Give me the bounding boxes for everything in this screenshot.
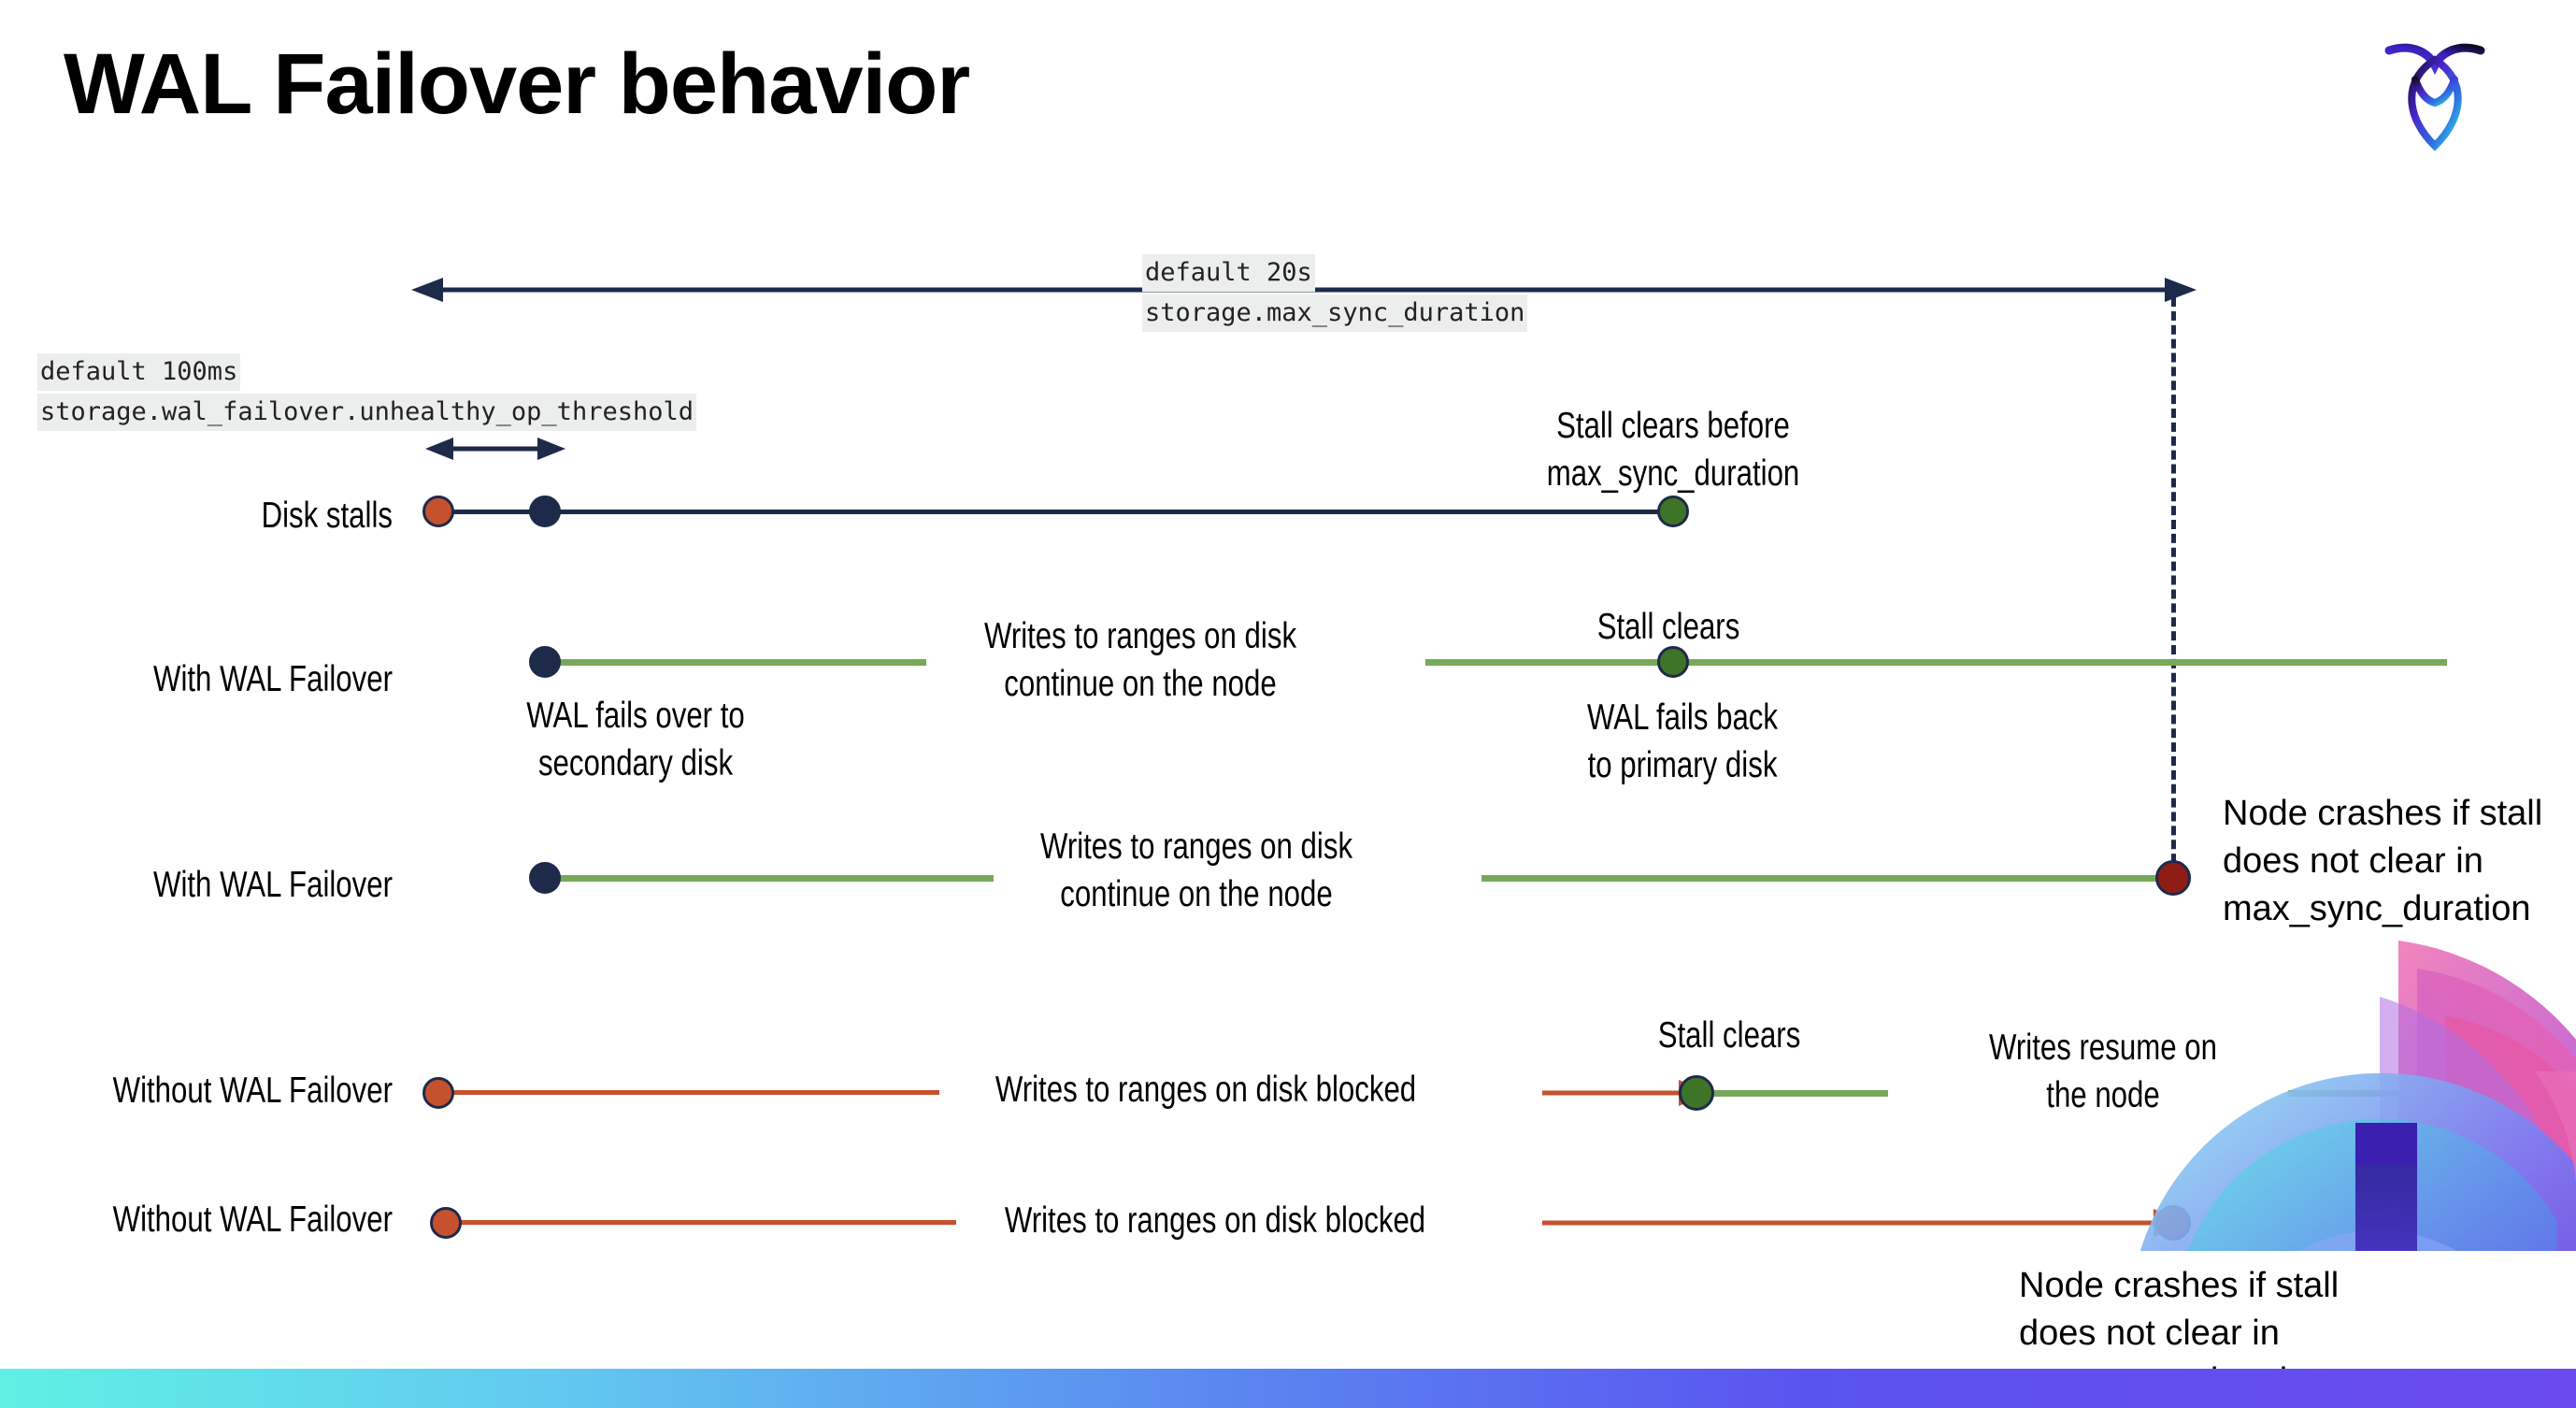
disk-stall-start-dot xyxy=(422,496,454,527)
wo1-track-segment-a xyxy=(439,1090,939,1095)
max-sync-duration-setting: storage.max_sync_duration xyxy=(1142,295,1528,333)
cockroachdb-logo xyxy=(2380,28,2490,154)
wal-failover-dot-1 xyxy=(529,646,561,678)
annot-stall-clears-1: Stall clears xyxy=(1596,607,1740,647)
row-label-with-wal-failover-1: With WAL Failover xyxy=(153,659,393,699)
disk-stall-start-dot-3 xyxy=(430,1207,462,1239)
row-label-without-wal-failover-2: Without WAL Failover xyxy=(112,1200,393,1240)
annot-stall-clears-before: Stall clears before max_sync_duration xyxy=(1546,406,1800,495)
annot-wal-fails-over: WAL fails over to secondary disk xyxy=(526,696,745,784)
max-sync-duration-default: default 20s xyxy=(1142,254,1315,293)
annot-writes-continue-1: Writes to ranges on disk continue on the… xyxy=(983,616,1297,705)
max-sync-duration-guide xyxy=(2171,297,2176,877)
annot-writes-blocked-2: Writes to ranges on disk blocked xyxy=(1004,1200,1426,1241)
annot-writes-blocked-1: Writes to ranges on disk blocked xyxy=(995,1070,1417,1110)
disk-stalls-track xyxy=(439,510,1678,514)
stall-clears-dot-disk xyxy=(1657,496,1689,527)
disk-stall-start-dot-2 xyxy=(422,1077,454,1109)
unhealthy-op-threshold-default: default 100ms xyxy=(37,353,241,392)
annot-wal-fails-back: WAL fails back to primary disk xyxy=(1586,697,1779,786)
annot-writes-resume: Writes resume on the node xyxy=(1989,1027,2217,1116)
stall-clears-dot-2 xyxy=(1679,1075,1714,1111)
node-crash-dot-1 xyxy=(2155,860,2191,896)
annot-writes-continue-2: Writes to ranges on disk continue on the… xyxy=(1039,826,1353,915)
page-title: WAL Failover behavior xyxy=(64,36,970,132)
wo2-track-segment-a xyxy=(447,1220,956,1225)
row-label-with-wal-failover-2: With WAL Failover xyxy=(153,865,393,905)
unhealthy-op-threshold-arrow xyxy=(425,438,565,460)
wf1-track-segment-a xyxy=(545,659,926,666)
unhealthy-threshold-dot xyxy=(529,496,561,527)
wf1-track-segment-b xyxy=(1425,659,2447,666)
wf2-track-segment-a xyxy=(545,875,994,882)
unhealthy-op-threshold-setting: storage.wal_failover.unhealthy_op_thresh… xyxy=(37,394,696,432)
row-label-disk-stalls: Disk stalls xyxy=(261,496,393,536)
row-label-without-wal-failover-1: Without WAL Failover xyxy=(112,1070,393,1111)
stall-clears-dot-1 xyxy=(1657,646,1689,678)
annot-node-crashes-1: Node crashes if stall does not clear in … xyxy=(2223,794,2543,928)
wf2-track-segment-b xyxy=(1481,875,2173,882)
annot-stall-clears-2: Stall clears xyxy=(1657,1015,1801,1056)
wo1-track-segment-b xyxy=(1696,1090,1888,1097)
wal-failover-dot-2 xyxy=(529,862,561,894)
bottom-gradient-bar xyxy=(0,1369,2576,1408)
